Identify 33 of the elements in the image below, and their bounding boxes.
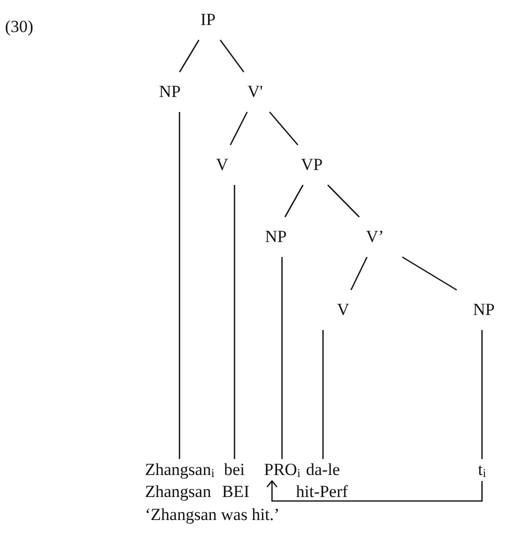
category-label: V: [333, 290, 354, 330]
movement-arrow: [266, 480, 483, 502]
tree-branch: [230, 112, 248, 146]
tree-branch: [281, 257, 283, 459]
gloss: BEI: [222, 481, 250, 503]
tree-branch: [269, 112, 298, 146]
category-label: NP: [469, 290, 499, 330]
tree-branch: [327, 184, 360, 218]
word: da-le: [306, 459, 340, 481]
category-label: V': [244, 72, 267, 112]
category-label: V: [212, 145, 232, 185]
example-number: (30): [5, 16, 34, 38]
translation: ‘Zhangsan was hit.’: [145, 504, 280, 526]
tree-branch: [234, 185, 236, 459]
tree-branch: [284, 184, 304, 218]
word: bei: [224, 459, 245, 481]
word: t$_{i}$: [478, 459, 486, 481]
category-label: NP: [261, 217, 291, 257]
category-label: NP: [155, 72, 185, 112]
tree-branch: [220, 40, 244, 72]
tree-branch: [402, 256, 458, 291]
word: Zhangsan$_{i}$: [145, 459, 214, 481]
category-label: VP: [297, 145, 327, 185]
tree-branch: [322, 330, 324, 459]
tree-branch: [481, 330, 483, 459]
tree-branch: [350, 256, 368, 290]
category-label: V’: [362, 217, 388, 257]
word: PRO$_{i}$: [264, 459, 300, 481]
tree-branch: [178, 112, 180, 459]
gloss: Zhangsan: [145, 481, 212, 503]
gloss: hit-Perf: [296, 481, 348, 503]
category-label: IP: [196, 0, 220, 40]
tree-branch: [179, 40, 200, 72]
